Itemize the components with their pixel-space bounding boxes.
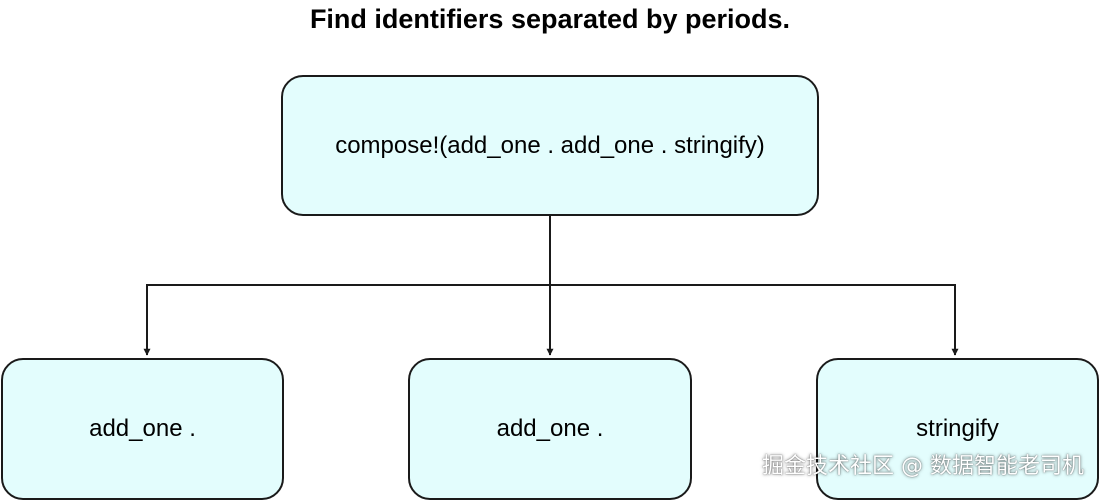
node-compose-expression: compose!(add_one . add_one . stringify): [281, 75, 819, 216]
node-add-one-second: add_one .: [408, 358, 692, 500]
edge-root-to-left: [143, 216, 551, 356]
node-stringify-label: stringify: [916, 415, 999, 442]
node-add-one-first-label: add_one .: [89, 415, 196, 442]
watermark-text: 掘金技术社区 @ 数据智能老司机: [762, 454, 1084, 479]
node-compose-expression-label: compose!(add_one . add_one . stringify): [335, 131, 765, 159]
edge-root-to-right: [549, 216, 959, 356]
node-add-one-first: add_one .: [1, 358, 284, 500]
node-add-one-second-label: add_one .: [496, 415, 604, 442]
node-stringify: stringify: [816, 358, 1099, 500]
diagram-title: Find identifiers separated by periods.: [309, 4, 791, 34]
